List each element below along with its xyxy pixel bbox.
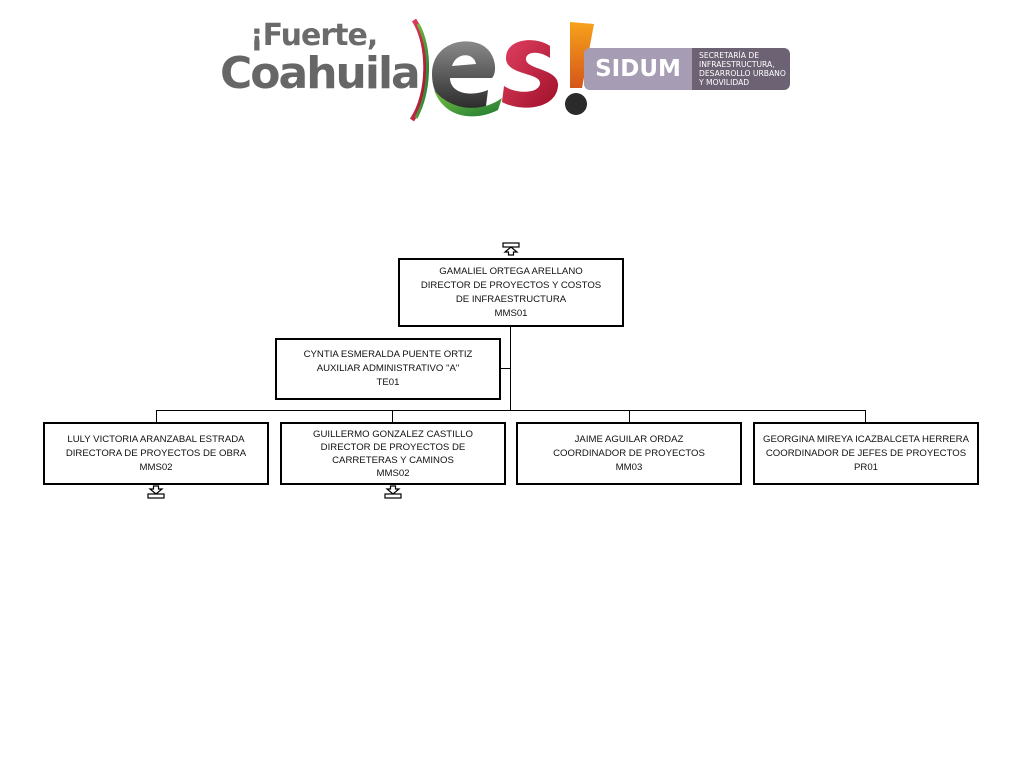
connector-drop	[629, 410, 630, 423]
org-node-child[interactable]: JAIME AGUILAR ORDAZ COORDINADOR DE PROYE…	[516, 422, 742, 485]
sidum-line: DESARROLLO URBANO	[699, 69, 786, 78]
org-node-assistant[interactable]: CYNTIA ESMERALDA PUENTE ORTIZ AUXILIAR A…	[275, 338, 501, 400]
node-code: MMS02	[139, 461, 173, 473]
node-code: TE01	[376, 377, 400, 388]
expand-down-icon[interactable]	[384, 485, 402, 499]
logo-coahuila-text: Coahuila	[220, 48, 421, 99]
sidum-badge: SIDUM SECRETARÍA DE INFRAESTRUCTURA, DES…	[584, 48, 790, 90]
connector-assistant	[499, 368, 511, 369]
connector-drop	[156, 410, 157, 423]
node-code: PR01	[854, 461, 878, 473]
node-code: MMS01	[494, 307, 528, 319]
header-logo: ¡Fuerte, Coahuila	[220, 14, 790, 124]
node-title: DIRECTORA DE PROYECTOS DE OBRA	[65, 447, 247, 459]
node-name: LULY VICTORIA ARANZABAL ESTRADA	[67, 433, 245, 445]
node-name: GEORGINA MIREYA ICAZBALCETA HERRERA	[763, 433, 969, 445]
node-code: MMS02	[376, 467, 410, 479]
connector-drop	[392, 410, 393, 423]
sidum-description: SECRETARÍA DE INFRAESTRUCTURA, DESARROLL…	[692, 48, 790, 90]
node-title: AUXILIAR ADMINISTRATIVO "A"	[316, 363, 460, 374]
sidum-line: INFRAESTRUCTURA,	[699, 60, 775, 69]
org-node-child[interactable]: GEORGINA MIREYA ICAZBALCETA HERRERA COOR…	[753, 422, 979, 485]
node-name: GAMALIEL ORTEGA ARELLANO	[439, 265, 583, 277]
expand-down-icon[interactable]	[147, 485, 165, 499]
sidum-line: SECRETARÍA DE	[699, 51, 760, 60]
node-code: MM03	[615, 461, 643, 473]
node-title: DIRECTOR DE PROYECTOS DE CARRETERAS Y CA…	[320, 441, 466, 466]
node-name: JAIME AGUILAR ORDAZ	[574, 433, 684, 445]
logo-fuerte-text: ¡Fuerte,	[250, 18, 378, 53]
node-title: DIRECTOR DE PROYECTOS Y COSTOS DE INFRAE…	[420, 279, 602, 305]
node-title: COORDINADOR DE PROYECTOS	[553, 447, 705, 459]
expand-up-icon[interactable]	[502, 242, 520, 256]
sidum-wordmark: SIDUM	[584, 48, 692, 90]
org-node-child[interactable]: GUILLERMO GONZALEZ CASTILLO DIRECTOR DE …	[280, 422, 506, 485]
node-name: CYNTIA ESMERALDA PUENTE ORTIZ	[303, 349, 473, 360]
node-title: COORDINADOR DE JEFES DE PROYECTOS	[765, 447, 967, 459]
sidum-line: Y MOVILIDAD	[699, 78, 750, 87]
connector-horizontal-bar	[156, 410, 866, 411]
org-node-root[interactable]: GAMALIEL ORTEGA ARELLANO DIRECTOR DE PRO…	[398, 258, 624, 327]
connector-drop	[865, 410, 866, 423]
org-node-child[interactable]: LULY VICTORIA ARANZABAL ESTRADA DIRECTOR…	[43, 422, 269, 485]
logo-es-mark	[410, 18, 608, 122]
node-name: GUILLERMO GONZALEZ CASTILLO	[313, 428, 473, 440]
